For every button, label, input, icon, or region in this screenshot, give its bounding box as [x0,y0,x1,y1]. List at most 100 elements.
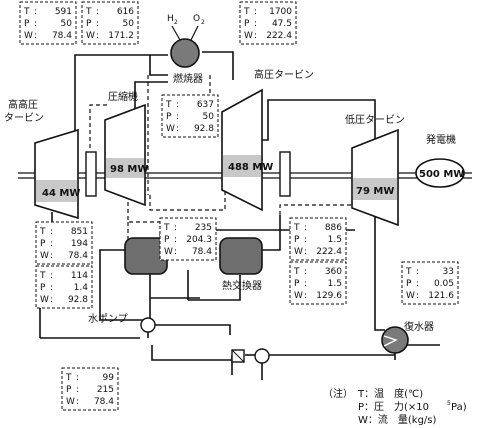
state-value-t: 886 [325,223,342,233]
state-key-t: T [405,267,412,277]
state-colon: : [76,385,79,395]
compressor: 98 MW [104,103,148,207]
state-key-w: W [40,295,49,305]
state-box-frame [35,265,93,309]
water-pump [140,317,156,333]
h2-subscript: 2 [174,19,178,26]
generator: 500 MW [415,158,465,188]
state-colon: : [304,291,307,301]
state-box-frame [159,217,217,261]
state-key-t: T [23,7,30,17]
state-key-p: P [406,279,412,289]
vhp-turbine-label-1: 高高圧 [8,98,38,111]
state-value-w: 171.2 [108,31,134,41]
state-key-t: T [163,223,170,233]
state-colon: : [174,235,177,245]
state-value-p: 50 [123,19,135,29]
state-key-p: P [164,235,170,245]
state-key-t: T [293,267,300,277]
state-colon: : [304,247,307,257]
state-key-p: P [40,283,46,293]
state-key-t: T [165,100,172,110]
state-colon: : [34,31,37,41]
o2-label: O [193,14,200,24]
legend-w: W：流 量(kg/s) [358,413,437,426]
state-value-p: 50 [61,19,73,29]
state-value-t: 591 [55,7,72,17]
legend-note: （注） [323,387,353,400]
state-colon: : [304,235,307,245]
state-value-t: 616 [117,7,134,17]
state-colon: : [304,223,307,233]
state-key-p: P [294,279,300,289]
state-value-t: 99 [103,373,115,383]
state-colon: : [254,19,257,29]
state-key-t: T [65,373,72,383]
state-colon: : [34,7,37,17]
state-box-s11: T:33P:0.05W:121.6 [401,261,459,305]
state-colon: : [176,100,179,110]
heat-exchanger-label: 熱交換器 [222,279,262,292]
state-colon: : [96,7,99,17]
state-colon: : [50,271,53,281]
mixing-valve [231,348,270,364]
condenser-label: 復水器 [404,320,434,333]
state-boxes: T:591P:50W:78.4T:616P:50W:171.2T:1700P:4… [19,1,459,411]
hp-turbine-mw: 488 MW [228,162,273,173]
state-value-w: 222.4 [266,31,292,41]
state-value-p: 204.3 [186,235,212,245]
state-box-frame [81,1,139,45]
legend-p: P：圧 力(×10 [358,400,429,413]
water-pump-label: 水ポンプ [88,313,128,325]
state-box-frame [161,94,219,138]
state-key-w: W [406,291,415,301]
piping [39,51,440,380]
state-colon: : [34,19,37,29]
state-colon: : [416,291,419,301]
state-key-w: W [164,247,173,257]
state-key-w: W [24,31,33,41]
state-value-p: 1.5 [328,279,342,289]
state-key-p: P [86,19,92,29]
state-colon: : [254,31,257,41]
state-key-p: P [294,235,300,245]
state-box-frame [289,261,347,305]
state-value-t: 637 [197,100,214,110]
state-colon: : [96,31,99,41]
state-colon: : [50,239,53,249]
hp-turbine-label: 高圧タービン [254,68,314,81]
state-value-w: 129.6 [316,291,342,301]
state-value-p: 1.5 [328,235,342,245]
state-key-w: W [40,251,49,261]
state-value-p: 50 [203,112,215,122]
state-value-t: 114 [71,271,88,281]
state-key-w: W [86,31,95,41]
condenser [381,326,409,354]
generator-mw: 500 MW [419,169,464,180]
state-key-p: P [40,239,46,249]
state-value-p: 47.5 [272,19,292,29]
lp-turbine: 79 MW [351,128,399,227]
state-value-w: 222.4 [316,247,342,257]
legend-p-exponent: 5 [447,400,451,407]
compressor-label: 圧縮機 [108,90,138,103]
state-box-frame [19,1,77,45]
lp-turbine-label: 低圧タービン [345,113,405,126]
state-value-w: 78.4 [192,247,212,257]
state-key-p: P [66,385,72,395]
state-key-w: W [244,31,253,41]
legend: （注） T：温 度(℃) P：圧 力(×10 5 Pa) W：流 量(kg/s) [323,387,467,426]
state-value-t: 851 [71,227,88,237]
state-colon: : [50,251,53,261]
state-value-w: 92.8 [194,124,214,134]
vhp-turbine: 44 MW [34,128,80,220]
